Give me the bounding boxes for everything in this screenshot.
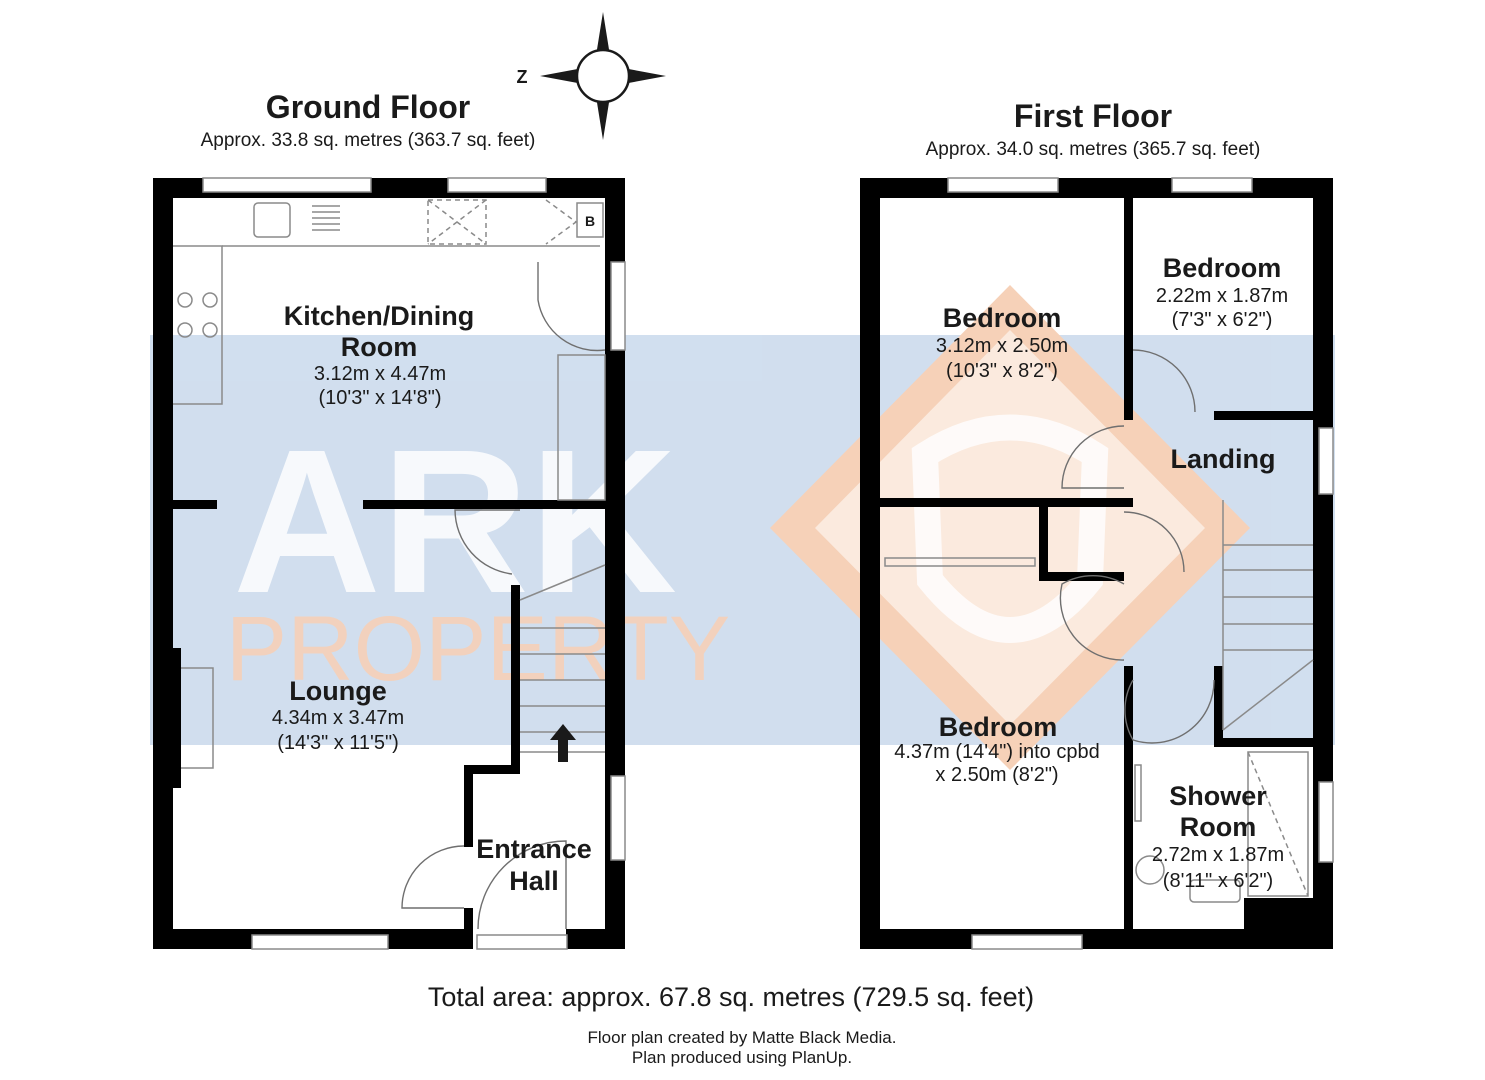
compass-letter: Z <box>517 67 528 87</box>
kitchen-fittings: B <box>173 199 606 501</box>
first-floor-doors <box>884 349 1215 744</box>
lounge-name: Lounge <box>289 676 386 706</box>
boiler-label: B <box>585 213 595 229</box>
ground-floor-windows <box>202 177 626 950</box>
shower-dim-imperial: (8'11" x 6'2") <box>1163 870 1273 892</box>
bedroom2-dim-metric: 2.22m x 1.87m <box>1156 285 1288 307</box>
kitchen-dim-metric: 3.12m x 4.47m <box>314 363 446 385</box>
bedroom2-name: Bedroom <box>1163 253 1282 283</box>
credit-line2: Plan produced using PlanUp. <box>632 1048 852 1067</box>
ground-floor-plan: B Kitchen/Dining Room 3.12m x 4.47m (10'… <box>153 177 626 950</box>
lounge-dim-imperial: (14'3" x 11'5") <box>277 732 399 754</box>
watermark-sub: PROPERTY <box>226 598 730 700</box>
first-floor-area: Approx. 34.0 sq. metres (365.7 sq. feet) <box>926 139 1261 160</box>
shower-dim-metric: 2.72m x 1.87m <box>1152 844 1284 866</box>
sink-icon <box>253 202 291 238</box>
shower-tray-icon <box>1247 751 1309 897</box>
compass-icon: Z <box>517 12 666 140</box>
landing-name: Landing <box>1171 444 1276 474</box>
first-floor-stairs <box>1222 500 1314 731</box>
kitchen-name-line1: Kitchen/Dining <box>284 301 475 331</box>
bedroom1-dim-metric: 3.12m x 2.50m <box>936 335 1068 357</box>
bedroom2-dim-imperial: (7'3" x 6'2") <box>1172 309 1273 331</box>
basin-icon <box>1189 879 1241 903</box>
first-floor-windows <box>947 177 1334 950</box>
kitchen-dim-imperial: (10'3" x 14'8") <box>318 387 441 409</box>
watermark: ARK PROPERTY <box>150 285 1335 770</box>
hall-name-line2: Hall <box>509 866 559 896</box>
total-area: Total area: approx. 67.8 sq. metres (729… <box>428 982 1034 1012</box>
first-floor-title: First Floor <box>1014 98 1172 134</box>
kitchen-name-line2: Room <box>341 332 418 362</box>
bedroom1-dim-imperial: (10'3" x 8'2") <box>946 360 1058 382</box>
hall-name-line1: Entrance <box>476 834 592 864</box>
credit-line1: Floor plan created by Matte Black Media. <box>588 1028 897 1047</box>
ground-floor-title: Ground Floor <box>266 89 470 125</box>
watermark-brand: ARK <box>233 407 677 636</box>
toilet-icon <box>1135 855 1165 885</box>
shower-fittings <box>1134 751 1309 903</box>
ground-floor-doors <box>401 262 606 930</box>
bedroom3-name: Bedroom <box>939 712 1058 742</box>
shower-name-line2: Room <box>1180 812 1257 842</box>
lounge-dim-metric: 4.34m x 3.47m <box>272 707 404 729</box>
ground-floor-stairs <box>519 564 606 762</box>
shower-name-line1: Shower <box>1169 781 1267 811</box>
hob-icon <box>177 292 193 308</box>
stair-arrow-icon <box>550 724 576 762</box>
first-floor-plan: Bedroom 3.12m x 2.50m (10'3" x 8'2") Bed… <box>860 177 1334 950</box>
bedroom1-name: Bedroom <box>943 303 1062 333</box>
ground-floor-area: Approx. 33.8 sq. metres (363.7 sq. feet) <box>201 130 536 151</box>
bedroom3-dim-line2: x 2.50m (8'2") <box>935 764 1058 786</box>
boiler-icon <box>576 202 604 238</box>
bedroom3-dim-line1: 4.37m (14'4") into cpbd <box>894 741 1099 763</box>
